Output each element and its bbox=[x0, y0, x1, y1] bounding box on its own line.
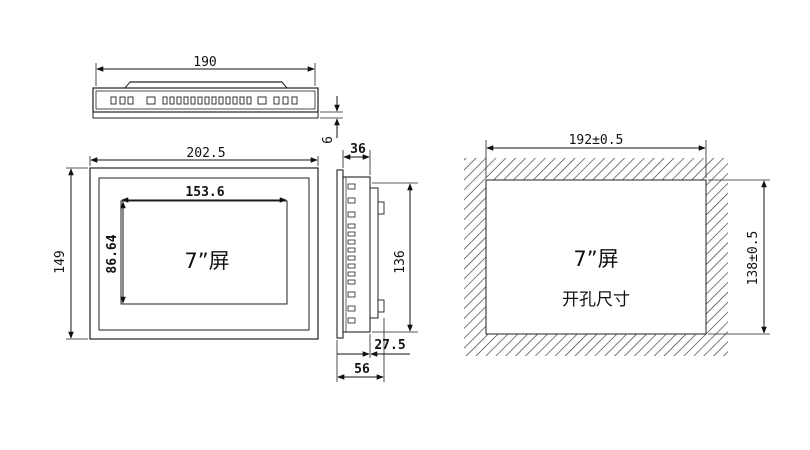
display-height-label: 86.64 bbox=[105, 234, 120, 273]
top-view-connectors bbox=[110, 96, 298, 105]
front-height-label: 149 bbox=[53, 250, 68, 273]
side-height-label: 136 bbox=[393, 250, 408, 273]
side-total-depth-label: 56 bbox=[354, 362, 370, 377]
top-view: 190 6 bbox=[92, 55, 343, 144]
side-back-depth-label: 27.5 bbox=[374, 338, 405, 353]
front-inner-frame bbox=[98, 177, 310, 331]
front-view: 7”屏 202.5 153.6 86.64 149 bbox=[53, 146, 319, 340]
cutout-height-label: 138±0.5 bbox=[746, 231, 761, 286]
front-bezel bbox=[89, 167, 319, 340]
top-thickness-label: 6 bbox=[321, 136, 336, 144]
top-view-body bbox=[92, 87, 319, 113]
cutout-width-label: 192±0.5 bbox=[569, 133, 624, 148]
top-width-label: 190 bbox=[193, 55, 216, 70]
side-ports bbox=[347, 183, 356, 324]
cutout-title: 开孔尺寸 bbox=[562, 290, 630, 310]
side-view: 36 136 27.5 56 bbox=[336, 142, 418, 382]
side-body bbox=[342, 176, 371, 333]
cutout-opening bbox=[485, 179, 707, 335]
cutout-hatched-panel bbox=[464, 158, 728, 356]
cutout-view: 7”屏 开孔尺寸 192±0.5 138±0.5 bbox=[464, 133, 770, 356]
front-width-label: 202.5 bbox=[186, 146, 225, 161]
cutout-screen-label: 7”屏 bbox=[573, 247, 618, 271]
side-depth-label: 36 bbox=[350, 142, 366, 157]
front-screen-label: 7”屏 bbox=[184, 249, 229, 273]
display-width-label: 153.6 bbox=[185, 185, 224, 200]
